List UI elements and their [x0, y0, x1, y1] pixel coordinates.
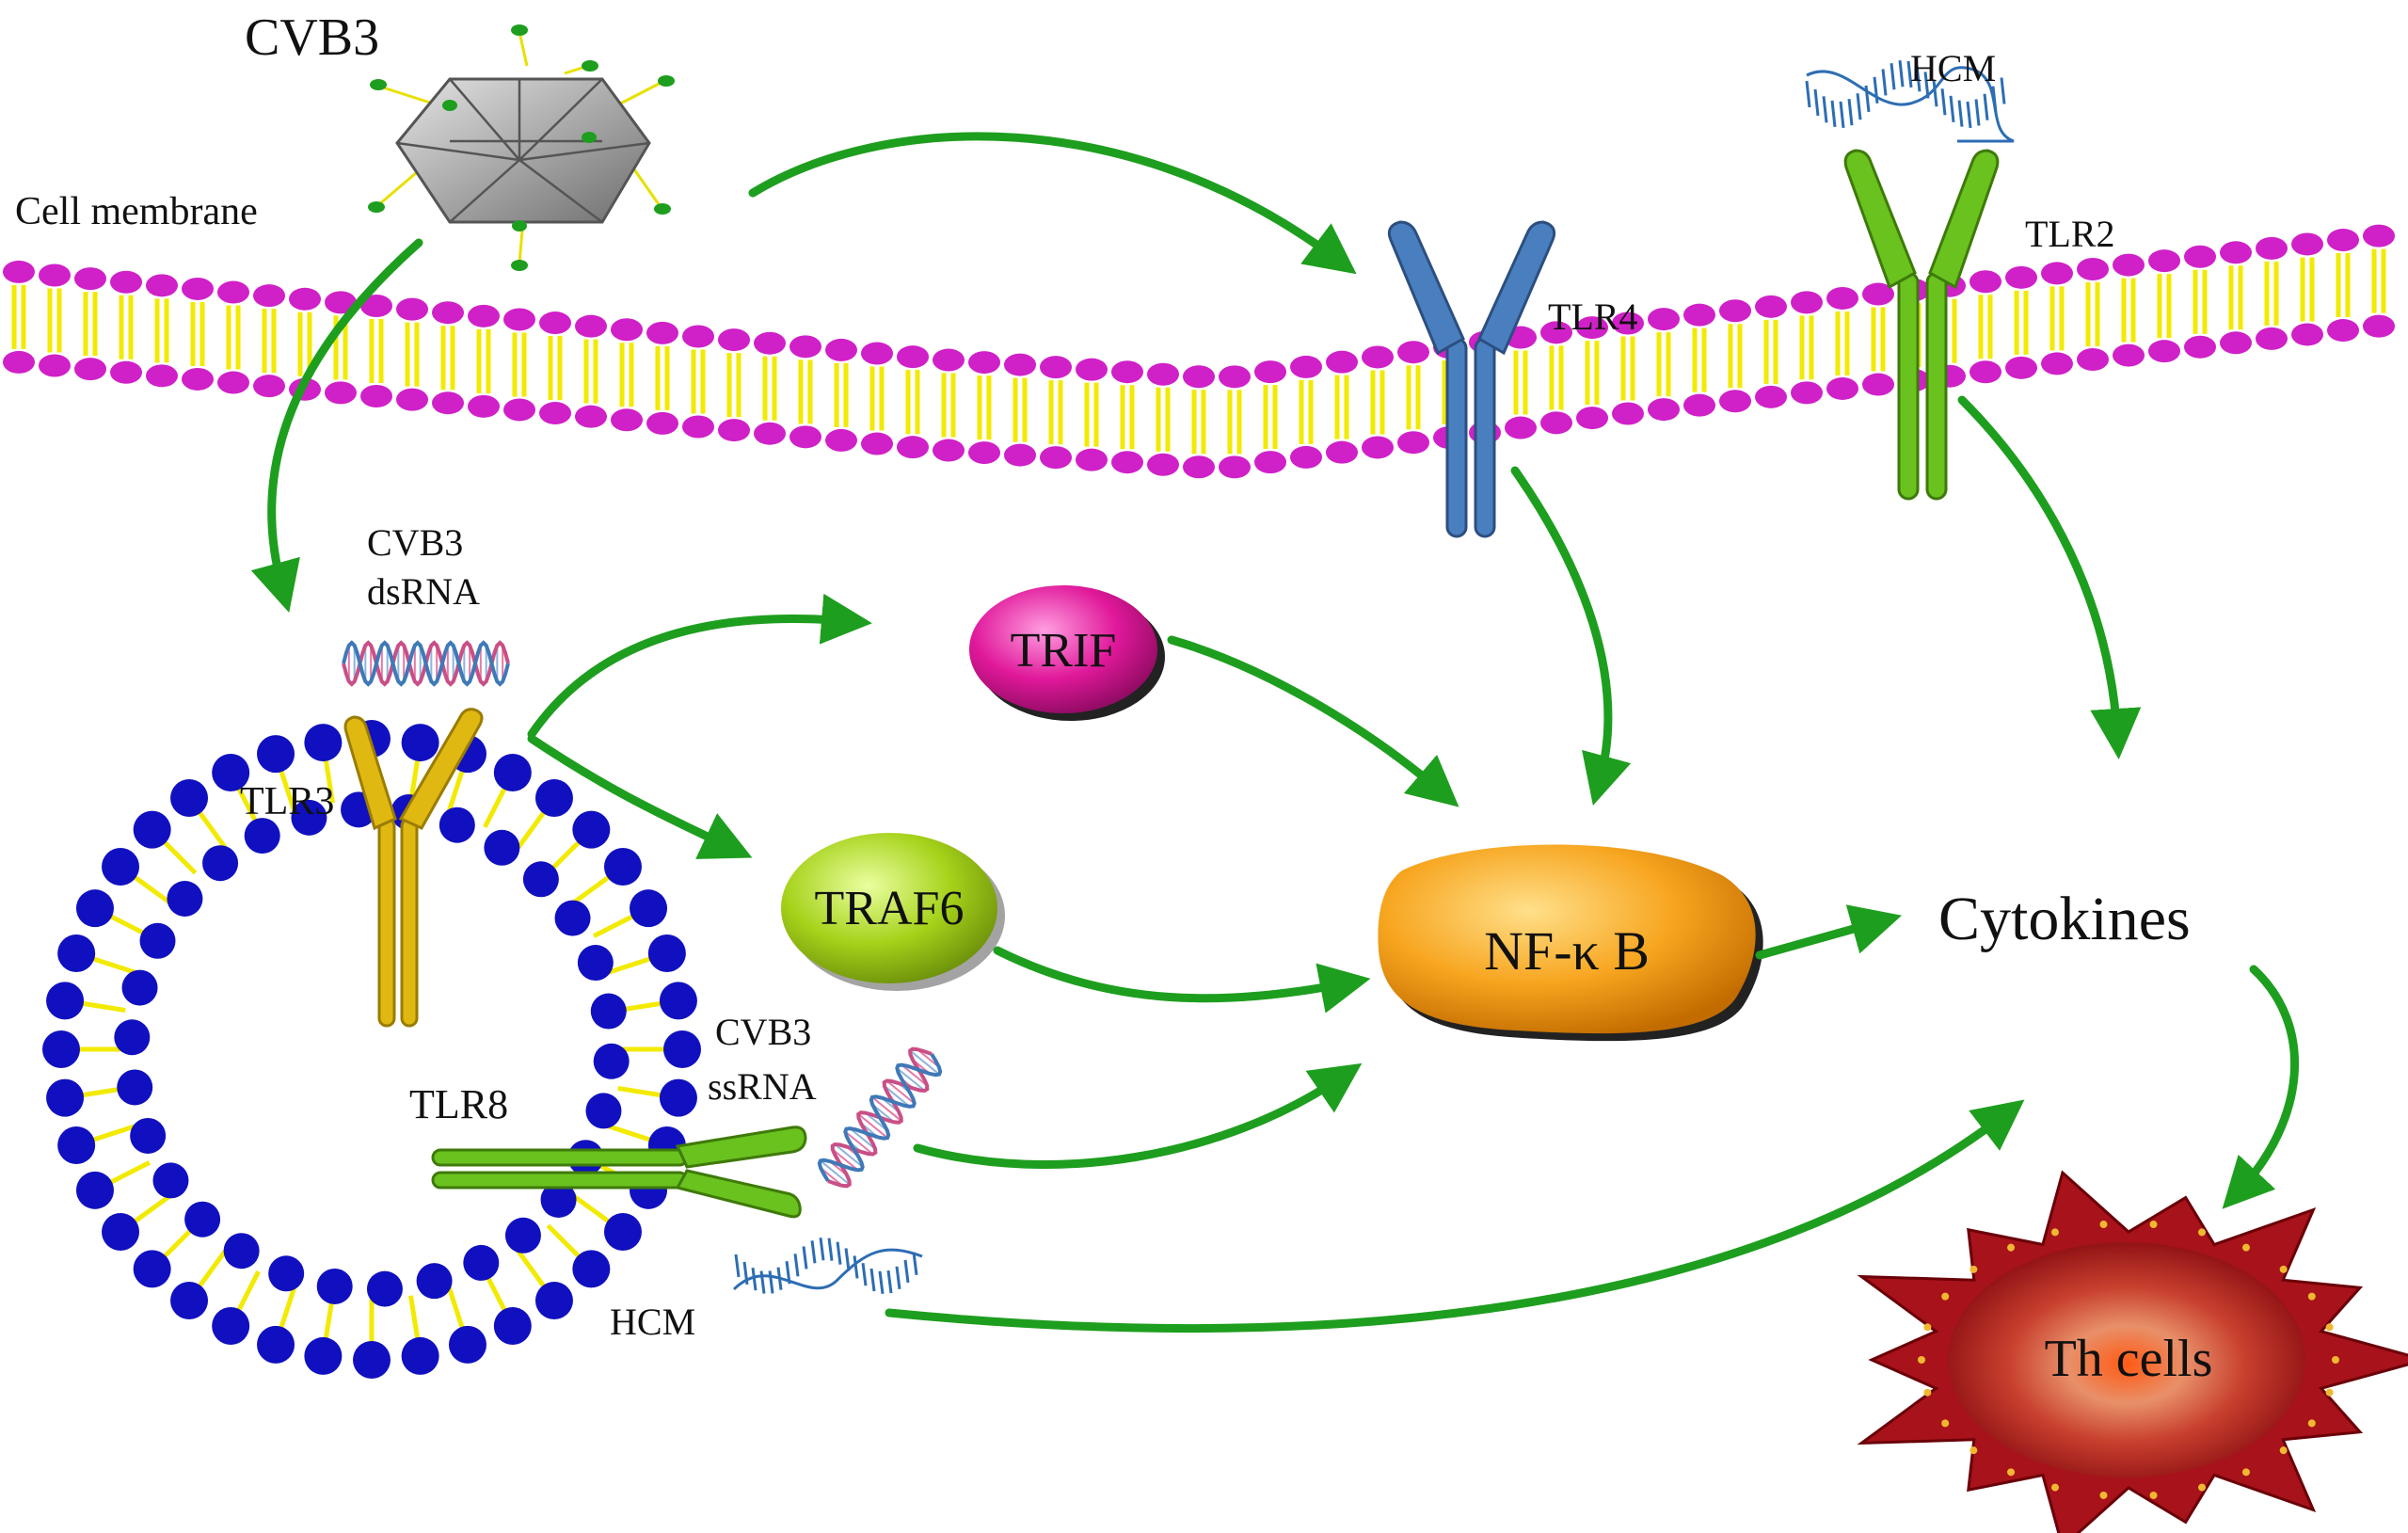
hcm-strand-icon	[1805, 60, 2015, 143]
hcm-rungs	[734, 1238, 918, 1295]
dsrna-label-line2: dsRNA	[367, 570, 480, 613]
virus-label: CVB3	[245, 8, 379, 67]
tlr3-label: TLR3	[240, 780, 334, 823]
arrow-cytokines-to-th	[2222, 965, 2300, 1209]
arrow-nfkb-to-cytokines	[1755, 904, 1903, 960]
tlr2-label: TLR2	[2025, 213, 2115, 255]
virus-icon	[368, 24, 675, 271]
tlr8-label: TLR8	[409, 1081, 508, 1127]
arrow-tlr2-to-cytokines	[1957, 395, 2142, 759]
dsrna-helix-icon	[342, 640, 510, 687]
tlr4-receptor	[1387, 220, 1556, 538]
th-cells-label: Th cells	[2045, 1330, 2213, 1388]
arrow-virus-to-endosome	[250, 238, 423, 614]
tlr3-receptor	[343, 708, 484, 1028]
nfkb-label: NF-κ B	[1484, 920, 1650, 982]
hcm-strand-icon	[732, 1248, 923, 1291]
ssrna-label-line1: CVB3	[715, 1011, 811, 1053]
th-cell-icon	[1857, 1170, 2408, 1533]
traf6-node	[781, 833, 1005, 991]
arrow-dsrna-to-trif	[527, 593, 872, 739]
tlr2-receptor	[1843, 149, 2000, 501]
hcm-bottom-label: HCM	[610, 1301, 695, 1343]
arrow-dsrna-to-traf6	[527, 734, 753, 859]
nfkb-node	[1378, 844, 1763, 1042]
ssrna-helix-icon	[817, 1046, 943, 1189]
tlr8-receptor	[431, 1126, 807, 1219]
arrows	[250, 132, 2300, 1333]
ssrna-label-line2: ssRNA	[708, 1065, 817, 1108]
dsrna-label-line1: CVB3	[367, 521, 463, 564]
cell-membrane-label: Cell membrane	[15, 190, 258, 233]
tlr4-label: TLR4	[1548, 295, 1638, 338]
cell-membrane-bilayer	[3, 224, 2395, 479]
arrow-trif-to-nfkb	[1167, 635, 1459, 807]
hcm-top-label: HCM	[1910, 47, 1996, 89]
arrow-traf6-to-nfkb	[993, 946, 1371, 1014]
trif-node	[969, 585, 1165, 721]
traf6-label: TRAF6	[815, 882, 965, 935]
trif-label: TRIF	[1011, 624, 1117, 678]
cytokines-label: Cytokines	[1938, 885, 2191, 953]
arrow-ssrna-to-nfkb	[913, 1062, 1363, 1169]
arrow-virus-to-tlr4	[748, 132, 1357, 275]
arrow-tlr4-to-nfkb	[1510, 466, 1632, 806]
arrow-hcm-to-th	[885, 1099, 2025, 1333]
